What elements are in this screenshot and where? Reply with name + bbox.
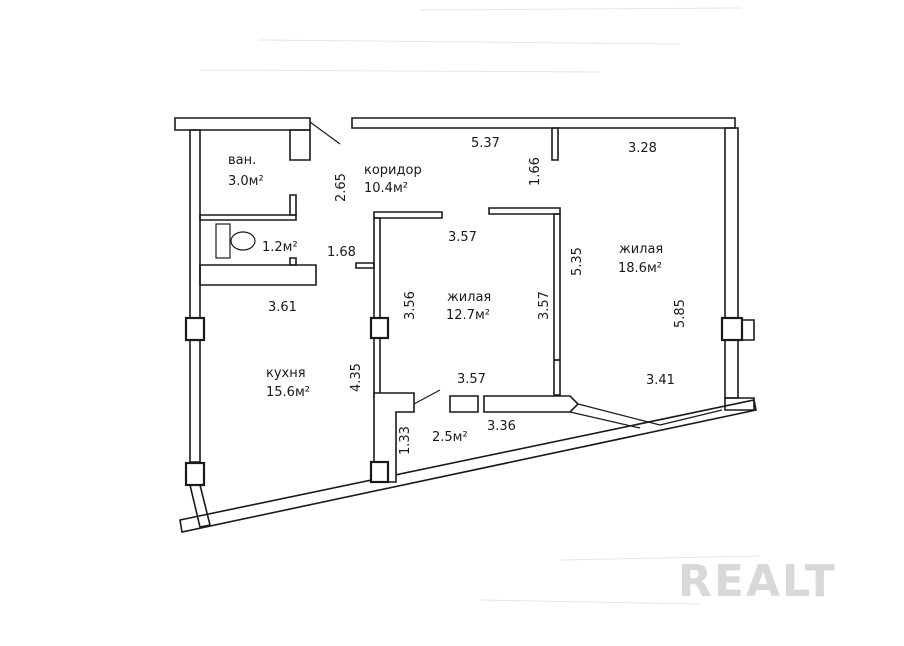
dim-balcony-width: 3.36 (487, 419, 516, 434)
bath-area: 3.0м² (228, 174, 264, 189)
column-mid-lower (369, 460, 390, 484)
corridor-name: коридор (364, 163, 422, 178)
dim-kitchen-width: 3.61 (268, 300, 297, 315)
dim-living-small-bottom: 3.57 (457, 372, 486, 387)
living-small-name: жилая (447, 290, 491, 305)
kitchen-name: кухня (266, 366, 306, 381)
living-small-area: 12.7м² (446, 308, 490, 323)
dim-corridor-width: 1.68 (327, 245, 356, 260)
scan-artifacts (199, 7, 761, 605)
living-large-area: 18.6м² (618, 261, 662, 276)
dim-balcony-depth: 1.33 (398, 426, 413, 455)
dim-living-large-side: 5.35 (570, 247, 585, 276)
column-mid-upper (369, 316, 390, 340)
dim-corridor-height: 2.65 (334, 173, 349, 202)
balcony-area: 2.5м² (432, 430, 468, 445)
dim-living-large-bottom: 3.41 (646, 373, 675, 388)
dimension-labels: 5.37 3.28 2.65 1.66 1.68 3.57 5.35 3.61 … (268, 136, 688, 455)
dim-living-small-right: 3.57 (537, 291, 552, 320)
column-left-lower (184, 461, 206, 487)
corridor-area: 10.4м² (364, 181, 408, 196)
column-left-upper (184, 316, 206, 342)
dim-living-small-top: 3.57 (448, 230, 477, 245)
dim-living-large-right: 5.85 (673, 299, 688, 328)
watermark: REALT (678, 556, 837, 607)
room-labels: ван. 3.0м² 1.2м² коридор 10.4м² жилая 12… (228, 153, 663, 445)
columns (184, 316, 755, 487)
kitchen-area: 15.6м² (266, 385, 310, 400)
living-large-name: жилая (619, 242, 663, 257)
dim-living-small-left: 3.56 (403, 291, 418, 320)
dim-kitchen-height: 4.35 (349, 363, 364, 392)
bath-name: ван. (228, 153, 256, 168)
wc-area: 1.2м² (262, 240, 298, 255)
dim-top-right: 3.28 (628, 141, 657, 156)
dim-top-corridor: 5.37 (471, 136, 500, 151)
dim-wall-segment: 1.66 (528, 157, 543, 186)
column-right (720, 316, 744, 342)
